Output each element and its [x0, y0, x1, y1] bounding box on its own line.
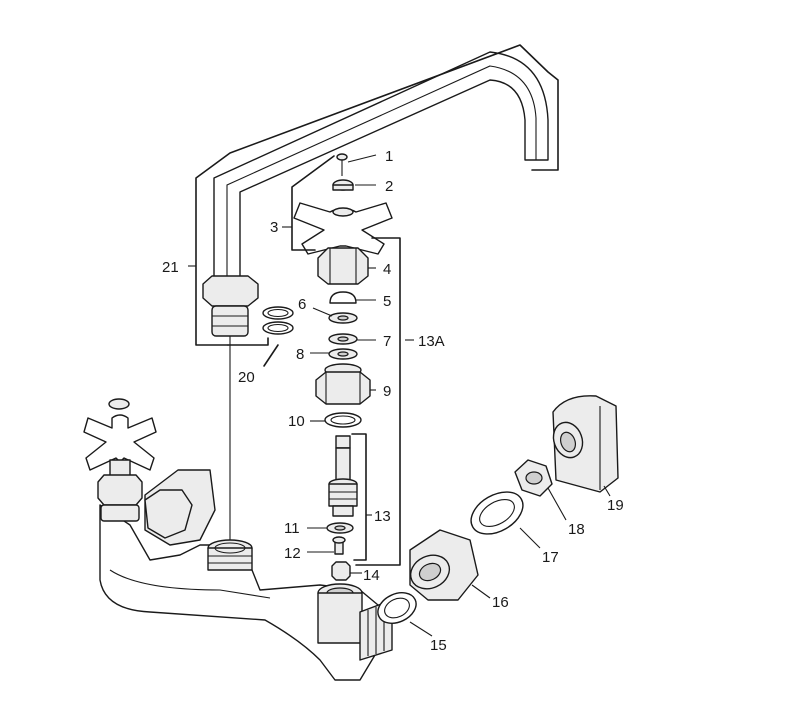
label-11: 11	[284, 520, 300, 537]
cartridge-stack	[293, 153, 393, 581]
label-18: 18	[568, 521, 585, 538]
label-6: 6	[298, 296, 306, 313]
leader-lines	[188, 154, 611, 637]
faucet-body	[99, 469, 393, 681]
label-13a: 13A	[418, 333, 445, 350]
bracket-13	[351, 433, 367, 561]
label-9: 9	[383, 383, 391, 400]
callout-labels: 1 2 3 4 5 6 7 8 9 10 11 12 13 13A 14 15 …	[162, 148, 624, 654]
label-5: 5	[383, 293, 391, 310]
label-10: 10	[288, 413, 305, 430]
left-handle-assembly	[83, 398, 157, 522]
label-7: 7	[383, 333, 391, 350]
bracket-13a	[355, 237, 401, 566]
label-20: 20	[238, 369, 255, 386]
label-3: 3	[270, 219, 278, 236]
label-14: 14	[363, 567, 380, 584]
label-15: 15	[430, 637, 447, 654]
label-21: 21	[162, 259, 179, 276]
o-rings-20	[227, 306, 294, 367]
right-supply-parts	[377, 395, 619, 624]
label-13: 13	[374, 508, 391, 525]
label-12: 12	[284, 545, 301, 562]
label-2: 2	[385, 178, 393, 195]
label-8: 8	[296, 346, 304, 363]
label-1: 1	[385, 148, 393, 165]
label-17: 17	[542, 549, 559, 566]
label-16: 16	[492, 594, 509, 611]
label-4: 4	[383, 261, 391, 278]
spout	[202, 51, 549, 337]
bracket-21	[195, 44, 559, 346]
label-19: 19	[607, 497, 624, 514]
